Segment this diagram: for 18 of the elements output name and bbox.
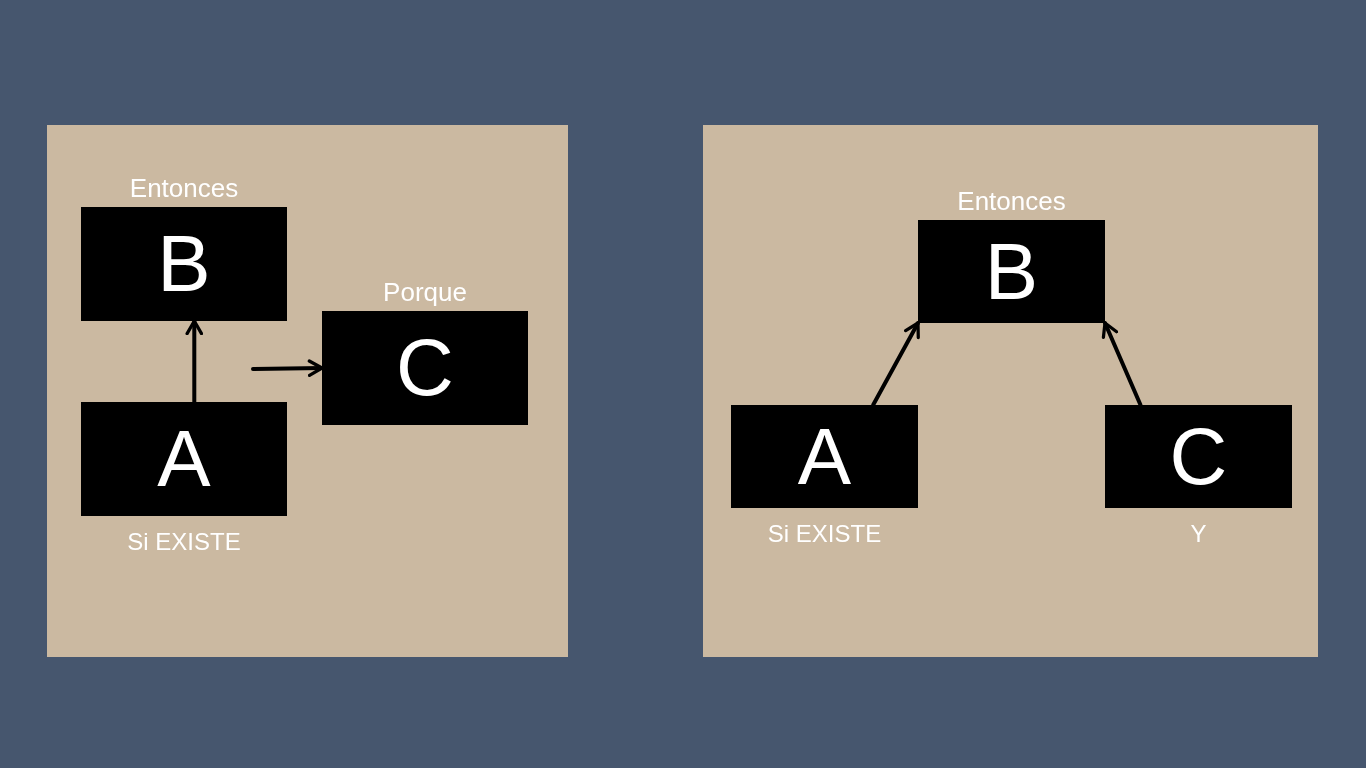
letter-box: B bbox=[81, 207, 287, 321]
letter-box: C bbox=[322, 311, 528, 425]
heading-text: Entonces bbox=[129, 173, 239, 203]
arrow bbox=[1101, 321, 1143, 407]
panel-background bbox=[47, 125, 568, 657]
letter-box: A bbox=[731, 405, 918, 508]
heading-text: Entonces bbox=[957, 186, 1066, 216]
letter-box: A bbox=[81, 402, 287, 516]
letter-box: C bbox=[1105, 405, 1292, 508]
arrow bbox=[871, 321, 920, 407]
caption-text: Y bbox=[1190, 520, 1207, 548]
heading-text: Porque bbox=[383, 277, 467, 307]
caption-text: Si EXISTE bbox=[767, 520, 882, 548]
letter-box: B bbox=[918, 220, 1105, 323]
panel-background bbox=[703, 125, 1318, 657]
arrow bbox=[251, 359, 324, 377]
arrow bbox=[185, 319, 204, 404]
caption-text: Si EXISTE bbox=[127, 528, 241, 556]
